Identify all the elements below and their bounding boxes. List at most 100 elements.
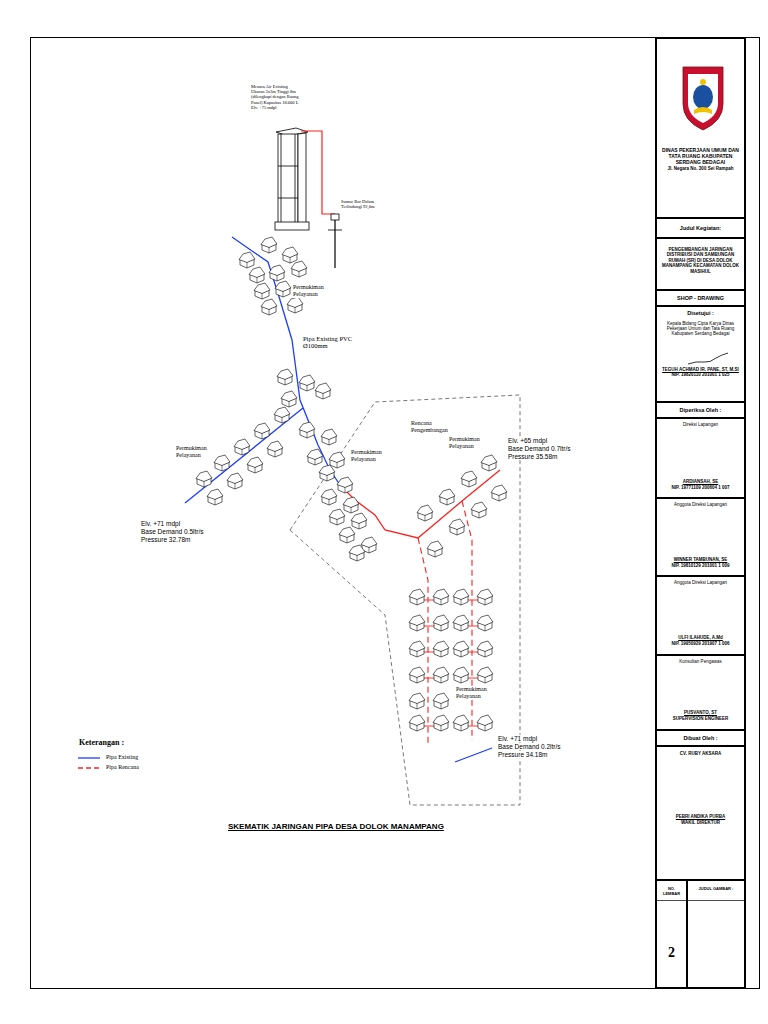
house-edge: [337, 520, 338, 526]
pump-pipe: [301, 131, 335, 214]
sheet-frame: [31, 38, 760, 989]
title-block-text: Judul Kegiatan:: [659, 225, 742, 232]
house-edge: [257, 278, 258, 284]
service-stub: [468, 678, 478, 679]
house-roof: [477, 589, 493, 600]
house-edge: [307, 386, 308, 392]
house-edge: [461, 600, 462, 606]
house-roof: [249, 267, 265, 278]
title-block-cell: Disetujui :Kepala Bidang Cipta Karya Din…: [656, 306, 745, 402]
house-roof: [449, 519, 465, 530]
house-symbol: [214, 455, 230, 471]
title-block-text: Kepala Bidang Cipta Karya Dinas Pekerjaa…: [659, 321, 742, 337]
house-edge: [255, 468, 256, 474]
legend-line-sample: [78, 757, 100, 758]
title-block-text: SHOP - DRAWING: [659, 295, 742, 302]
house-symbol: [433, 715, 449, 731]
house-edge: [417, 678, 418, 684]
house-edge: [417, 652, 418, 658]
service-stub: [424, 652, 434, 653]
house-roof: [433, 615, 449, 626]
house-roof: [239, 252, 255, 263]
house-edge: [417, 626, 418, 632]
house-roof: [281, 391, 297, 402]
signature: [688, 353, 728, 364]
house-roof: [214, 455, 230, 466]
house-edge: [247, 263, 248, 269]
house-roof: [409, 715, 425, 726]
title-block-text: NIP. 19810129 201001 1 009: [659, 563, 742, 568]
house-edge: [204, 482, 205, 488]
house-roof: [439, 489, 455, 500]
house-roof: [234, 439, 250, 450]
house-roof: [299, 375, 315, 386]
house-edge: [499, 496, 500, 502]
house-roof: [196, 471, 212, 482]
water-tower: [275, 128, 309, 230]
house-edge: [282, 418, 283, 424]
house-edge: [359, 524, 360, 530]
house-symbol: [247, 457, 263, 473]
title-block-text: PEBRI ANDIKA PURBA: [659, 814, 742, 819]
house-edge: [457, 530, 458, 536]
title-block-text: NIP. 19820110 201001 1 025: [659, 372, 742, 377]
house-symbol: [427, 541, 443, 557]
house-symbol: [277, 369, 293, 385]
house-symbol: [319, 465, 335, 481]
house-symbol: [433, 641, 449, 657]
house-symbol: [343, 497, 359, 513]
house-symbol: [254, 283, 270, 299]
house-symbol: [453, 667, 469, 683]
title-block-text: NIP. 19771109 200604 1 007: [659, 485, 742, 490]
house-symbol: [349, 545, 365, 561]
house-edge: [345, 488, 346, 494]
service-stub: [468, 600, 478, 601]
title-block-text: TEGUH ACHMAD IR. PANE, ST, M.SI: [659, 367, 742, 372]
title-block-text: CV. RUBY AKSARA: [659, 751, 742, 756]
house-symbol: [453, 615, 469, 631]
house-roof: [453, 589, 469, 600]
house-roof: [453, 715, 469, 726]
house-roof: [274, 407, 290, 418]
house-edge: [277, 276, 278, 282]
house-edge: [329, 440, 330, 446]
area-label: Rencana Pengembangan: [410, 420, 454, 434]
house-roof: [343, 497, 359, 508]
house-edge: [299, 272, 300, 278]
title-block-text: PUSVANTO, ST: [659, 710, 742, 715]
house-symbol: [409, 715, 425, 731]
title-block-cell: Judul Kegiatan:: [656, 218, 745, 238]
house-symbol: [433, 615, 449, 631]
house-symbol: [339, 527, 355, 543]
house-symbol: [254, 423, 270, 439]
house-roof: [477, 615, 493, 626]
house-roof: [329, 509, 345, 520]
house-roof: [409, 667, 425, 678]
house-symbol: [453, 641, 469, 657]
house-edge: [447, 500, 448, 506]
title-block-text: Direksi Lapangan: [659, 422, 742, 427]
elevation-note: Elv. +71 mdpl: [140, 520, 181, 527]
house-edge: [347, 538, 348, 544]
house-symbol: [321, 489, 337, 505]
house-symbol: [207, 489, 223, 505]
house-edge: [283, 292, 284, 298]
house-edge: [417, 726, 418, 732]
house-edge: [337, 463, 338, 469]
legend-samples: [78, 758, 100, 768]
house-roof: [287, 297, 303, 308]
house-symbol: [477, 715, 493, 731]
house-roof: [254, 423, 270, 434]
title-block-text: Anggota Direksi Lapangan: [659, 580, 742, 585]
house-roof: [315, 383, 331, 394]
house-symbol: [249, 267, 265, 283]
house-edge: [323, 394, 324, 400]
legend-line-sample: [78, 767, 100, 768]
house-symbol: [275, 281, 291, 297]
house-roof: [269, 265, 285, 276]
house-symbol: [239, 252, 255, 268]
house-edge: [327, 476, 328, 482]
settlement-label: Permukiman Pelayanan: [292, 284, 330, 298]
settlement-label: Permukiman Pelayanan: [448, 436, 486, 450]
house-edge: [369, 548, 370, 554]
